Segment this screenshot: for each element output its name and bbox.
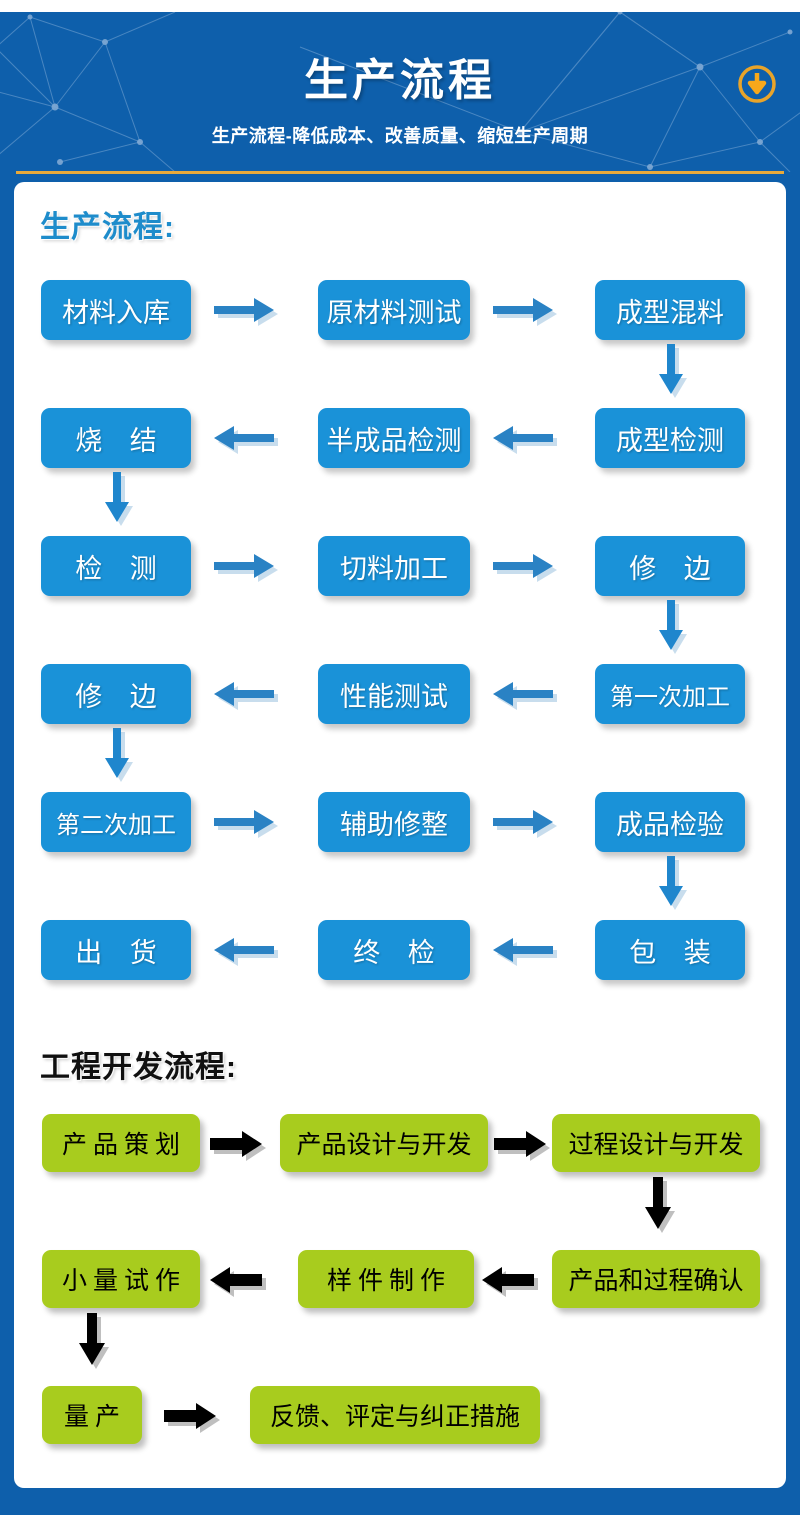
content-card: 生产流程: 材料入库 原材料测试 成型混料 烧 结 半成品检测 成型检测 检 测 (14, 182, 786, 1488)
download-arrow-icon[interactable] (737, 64, 777, 104)
node-production-auxiliary-finishing[interactable]: 辅助修整 (318, 792, 470, 852)
node-production-performance-test[interactable]: 性能测试 (318, 664, 470, 724)
arrow-right-icon (162, 1401, 224, 1433)
section-heading-engineering: 工程开发流程: (40, 1051, 237, 1084)
node-production-finished-inspection[interactable]: 成品检验 (595, 792, 745, 852)
node-engineering-product-design-development[interactable]: 产品设计与开发 (280, 1114, 488, 1172)
node-production-first-machining[interactable]: 第一次加工 (595, 664, 745, 724)
arrow-left-icon (480, 1265, 542, 1297)
node-production-packaging[interactable]: 包 装 (595, 920, 745, 980)
node-production-forming-inspection[interactable]: 成型检测 (595, 408, 745, 468)
arrow-down-icon (101, 472, 133, 528)
network-pattern-background (0, 12, 800, 172)
node-production-second-machining[interactable]: 第二次加工 (41, 792, 191, 852)
arrow-right-icon (211, 807, 279, 838)
node-production-trimming-second[interactable]: 修 边 (41, 664, 191, 724)
node-engineering-small-batch-trial[interactable]: 小量试作 (42, 1250, 200, 1308)
arrow-right-icon (211, 551, 279, 582)
node-production-sintering[interactable]: 烧 结 (41, 408, 191, 468)
node-production-raw-material-test[interactable]: 原材料测试 (318, 280, 470, 340)
arrow-right-icon (490, 551, 558, 582)
page-subtitle: 生产流程-降低成本、改善质量、缩短生产周期 (211, 126, 589, 146)
arrow-right-icon (492, 1129, 554, 1161)
node-engineering-product-planning[interactable]: 产品策划 (42, 1114, 200, 1172)
arrow-down-icon (655, 344, 687, 400)
section-heading-production: 生产流程: (40, 211, 175, 244)
node-production-semi-finished-inspection[interactable]: 半成品检测 (318, 408, 470, 468)
arrow-left-icon (490, 935, 558, 966)
arrow-down-icon (101, 728, 133, 784)
node-production-shipping[interactable]: 出 货 (41, 920, 191, 980)
node-production-trimming-first[interactable]: 修 边 (595, 536, 745, 596)
node-production-inspection[interactable]: 检 测 (41, 536, 191, 596)
page-title: 生产流程 (304, 56, 496, 105)
node-production-cutting-processing[interactable]: 切料加工 (318, 536, 470, 596)
arrow-right-icon (208, 1129, 270, 1161)
node-engineering-sample-making[interactable]: 样件制作 (298, 1250, 474, 1308)
gold-divider (16, 171, 784, 174)
arrow-left-icon (211, 679, 279, 710)
node-production-final-inspection[interactable]: 终 检 (318, 920, 470, 980)
arrow-left-icon (208, 1265, 270, 1297)
arrow-left-icon (490, 423, 558, 454)
node-production-forming-mixing[interactable]: 成型混料 (595, 280, 745, 340)
arrow-left-icon (211, 935, 279, 966)
arrow-right-icon (211, 295, 279, 326)
node-engineering-process-design-development[interactable]: 过程设计与开发 (552, 1114, 760, 1172)
arrow-down-icon (642, 1177, 676, 1235)
arrow-left-icon (490, 679, 558, 710)
arrow-left-icon (211, 423, 279, 454)
arrow-right-icon (490, 807, 558, 838)
arrow-right-icon (490, 295, 558, 326)
arrow-down-icon (655, 856, 687, 912)
node-engineering-feedback-assessment-corrective-action[interactable]: 反馈、评定与纠正措施 (250, 1386, 540, 1444)
node-engineering-mass-production[interactable]: 量产 (42, 1386, 142, 1444)
node-engineering-product-process-validation[interactable]: 产品和过程确认 (552, 1250, 760, 1308)
arrow-down-icon (655, 600, 687, 656)
node-production-material-warehousing[interactable]: 材料入库 (41, 280, 191, 340)
arrow-down-icon (76, 1313, 110, 1371)
